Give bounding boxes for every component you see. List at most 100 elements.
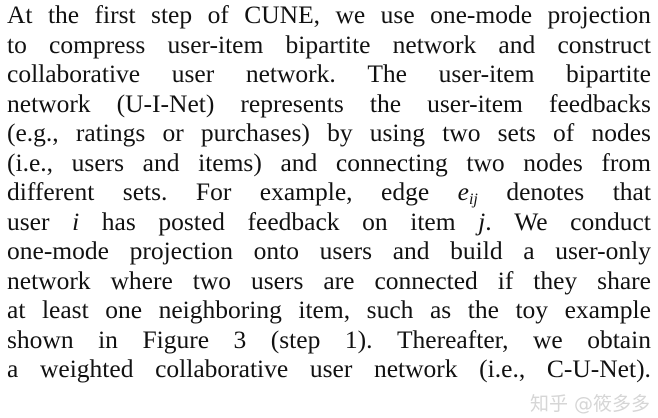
word: by: [327, 118, 353, 147]
word: from: [601, 147, 651, 177]
word: and: [142, 147, 180, 177]
math-symbol: j.: [478, 206, 492, 236]
word: and: [498, 29, 536, 59]
word: user-item: [427, 88, 523, 118]
word: two: [192, 265, 232, 295]
word: user: [7, 206, 50, 236]
word: to: [7, 29, 27, 59]
word: sets: [497, 118, 536, 147]
word: that: [612, 177, 651, 206]
word: collaborative: [7, 59, 141, 88]
word: For: [195, 177, 232, 206]
word: neighboring: [158, 295, 282, 324]
word: (e.g.,: [7, 118, 59, 147]
word: they: [533, 265, 578, 295]
word: of: [553, 118, 575, 147]
word: 1).: [344, 324, 373, 354]
word: least: [41, 295, 89, 324]
word: items): [198, 147, 262, 177]
word: the: [47, 0, 80, 29]
word: in: [98, 324, 118, 354]
word: projection: [129, 236, 233, 265]
word: denotes: [506, 177, 585, 206]
word: where: [110, 265, 173, 295]
word: construct: [557, 29, 651, 59]
word: network.: [245, 59, 336, 88]
word: We: [514, 206, 548, 236]
word: has: [101, 206, 136, 236]
watermark: 知乎 @筱多多: [529, 393, 650, 415]
word: (U-I-Net): [116, 88, 215, 118]
word: or: [162, 118, 184, 147]
word: bipartite: [285, 29, 371, 59]
word: one: [105, 295, 143, 324]
word: and: [392, 236, 430, 265]
word: example: [564, 295, 651, 324]
word: the: [369, 88, 402, 118]
word: nodes: [591, 118, 651, 147]
word: network: [7, 265, 91, 295]
word: user: [171, 59, 215, 88]
word: (i.e.,: [479, 354, 526, 383]
word: connected: [374, 265, 478, 295]
word: nodes: [523, 147, 583, 177]
word: item: [410, 206, 456, 236]
word: we: [335, 0, 366, 29]
word: two: [442, 118, 481, 147]
word: build: [450, 236, 503, 265]
word: we: [532, 324, 563, 354]
word: conduct: [570, 206, 651, 236]
word: represents: [240, 88, 344, 118]
word: user-item: [167, 29, 264, 59]
word: feedback: [247, 206, 340, 236]
word: edge: [381, 177, 430, 206]
word: using: [369, 118, 426, 147]
word: different: [7, 177, 95, 206]
word: purchases): [200, 118, 310, 147]
word: two: [466, 147, 505, 177]
word: of: [207, 0, 229, 29]
word: a: [7, 354, 19, 383]
word: posted: [158, 206, 225, 236]
word: feedbacks: [548, 88, 651, 118]
word: user-item: [438, 59, 535, 88]
word: first: [94, 0, 136, 29]
word: bipartite: [566, 59, 651, 88]
word: users: [71, 147, 125, 177]
word: 3: [233, 324, 247, 354]
word: at: [7, 295, 26, 324]
word: one-mode: [7, 236, 109, 265]
word: on: [362, 206, 388, 236]
word: connecting: [335, 147, 448, 177]
word: projection: [547, 0, 651, 29]
math-symbol: i: [72, 206, 80, 236]
word: At: [7, 0, 33, 29]
word: and: [280, 147, 318, 177]
word: use: [380, 0, 415, 29]
word: if: [497, 265, 514, 295]
word: ratings: [75, 118, 146, 147]
word: step: [151, 0, 193, 29]
word: example,: [259, 177, 353, 206]
word: obtain: [587, 324, 651, 354]
word: (step: [270, 324, 321, 354]
word: toy: [515, 295, 549, 324]
word: onto: [253, 236, 299, 265]
word: as: [429, 295, 452, 324]
word: users: [250, 265, 304, 295]
word: network: [392, 29, 477, 59]
math-symbol: eij: [457, 177, 478, 208]
word: user: [309, 354, 353, 383]
word: C-U-Net).: [546, 354, 651, 383]
